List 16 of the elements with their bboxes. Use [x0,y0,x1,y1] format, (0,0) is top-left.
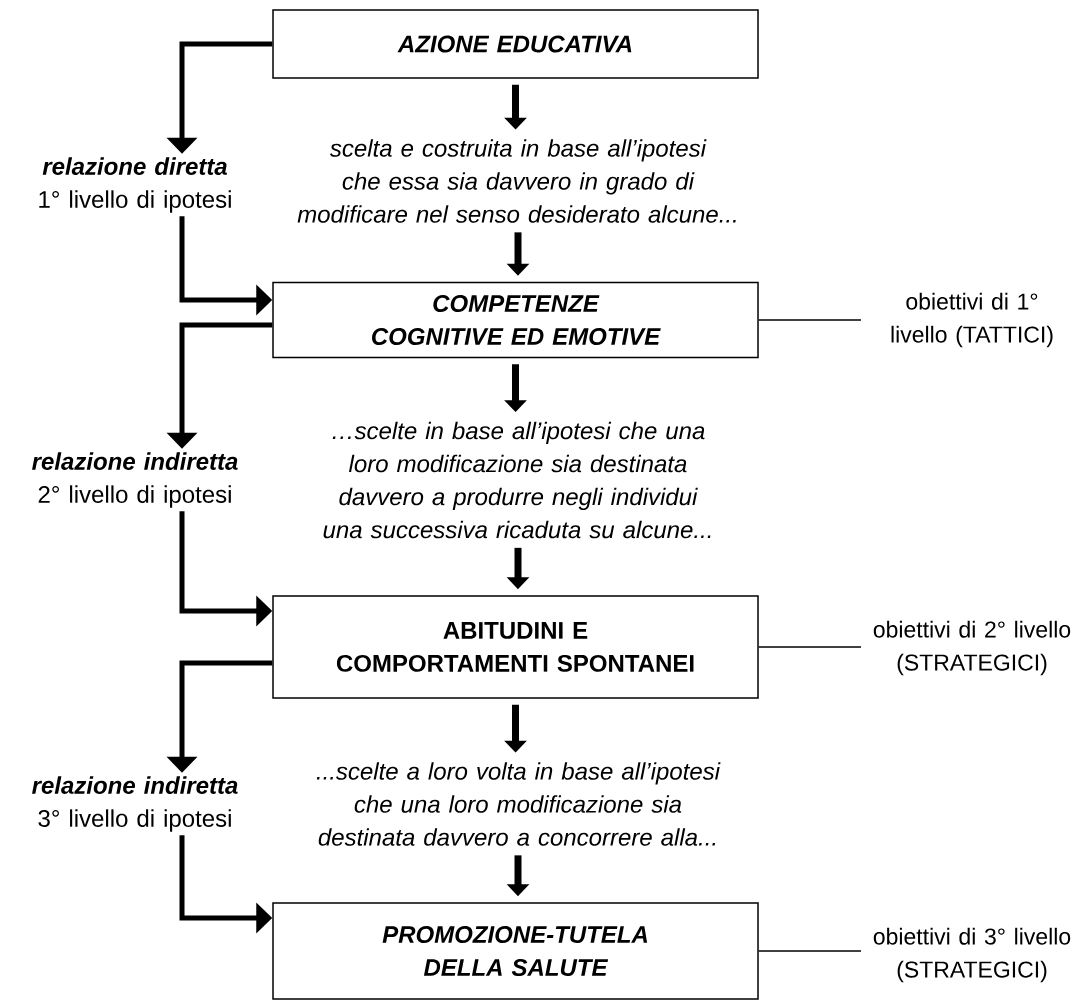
connector-line [758,950,862,952]
process-box: COMPETENZE COGNITIVE ED EMOTIVE [272,281,759,359]
connector-line [758,319,862,321]
process-box: ABITUDINI E COMPORTAMENTI SPONTANEI [272,595,759,699]
process-box: PROMOZIONE-TUTELA DELLA SALUTE [272,902,759,1000]
relation-label: relazione diretta 1° livello di ipotesi [39,157,231,213]
relation-label: relazione indiretta 3° livello di ipotesi [32,776,238,832]
process-box: AZIONE EDUCATIVA [272,9,759,79]
objective-label: obiettivi di 3° livello (STRATEGICI) [873,927,1071,983]
relation-label: relazione indiretta 2° livello di ipotesi [32,452,238,508]
connector-line [758,646,862,648]
description-text: …scelte in base all’ipotesi che una loro modificazione sia destinata davvero a produrre negli individui una successiva ricaduta su alcune... [323,421,711,539]
objective-label: obiettivi di 1° livello (TATTICI) [891,292,1053,348]
objective-label: obiettivi di 2° livello (STRATEGICI) [873,620,1071,676]
description-text: scelta e costruita in base all’ipotesi che essa sia davvero in grado di modificare nel senso desiderato alcune... [297,139,736,223]
description-text: ...scelte a loro volta in base all’ipotesi che una loro modificazione sia destinata davvero a concorrere alla... [316,762,721,846]
